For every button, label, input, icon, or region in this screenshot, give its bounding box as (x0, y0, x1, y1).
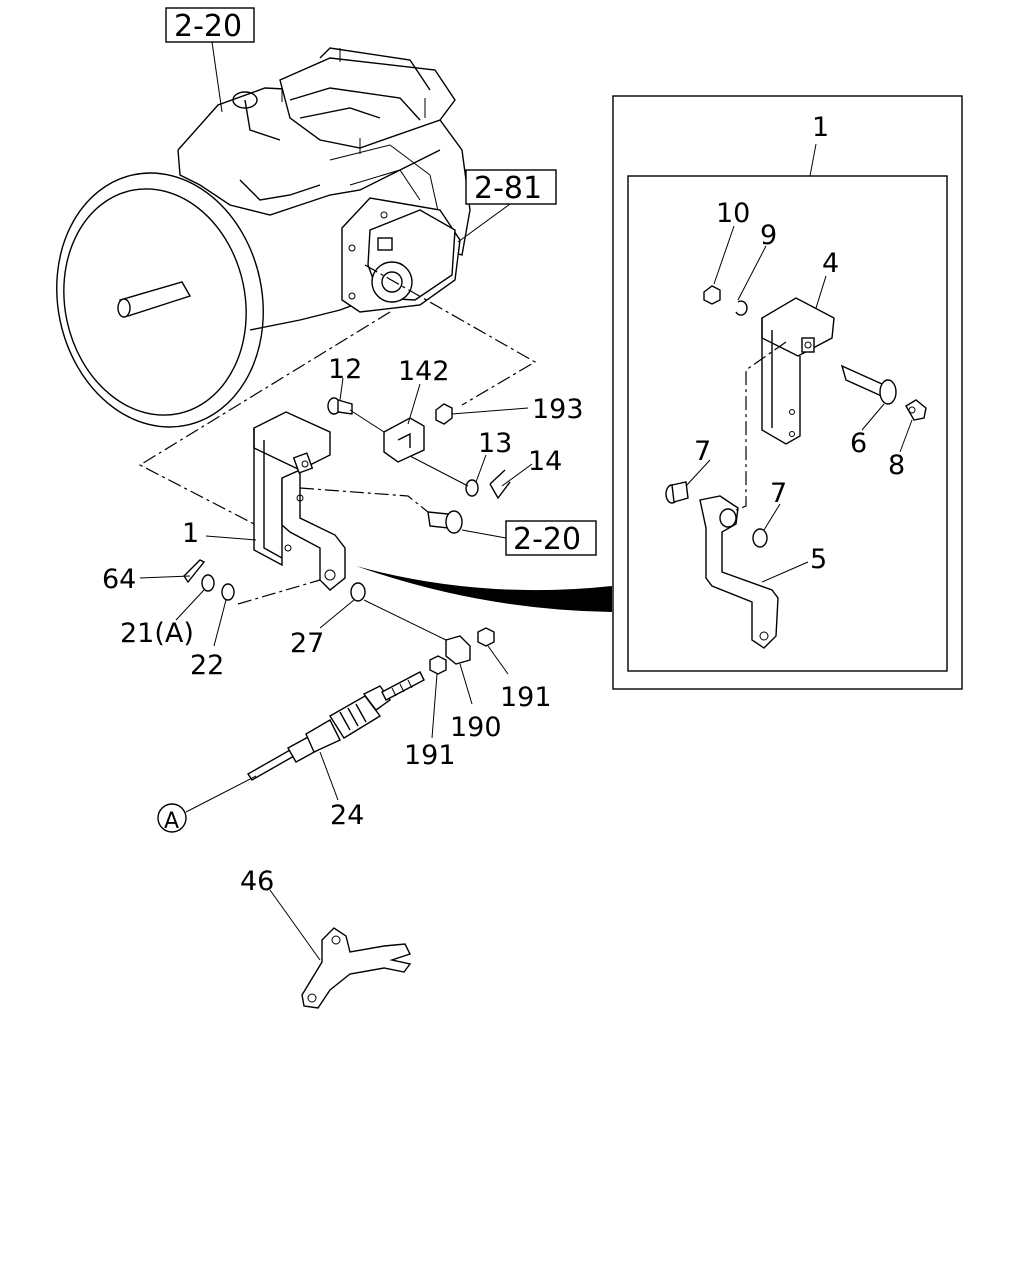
control-cable-24[interactable] (247, 671, 425, 781)
label-64: 64 (102, 564, 136, 595)
label-27: 27 (290, 628, 324, 659)
clevis-142[interactable] (383, 417, 425, 463)
detail-inset: 1 (612, 95, 963, 690)
detail-lever-5[interactable] (699, 495, 779, 649)
bolt-12[interactable] (327, 397, 353, 415)
bushing-27[interactable] (350, 582, 366, 602)
detail-label-6: 6 (850, 428, 867, 459)
leader-lines (139, 377, 533, 961)
detail-label-8: 8 (888, 450, 905, 481)
label-1: 1 (182, 518, 199, 549)
label-193: 193 (532, 394, 584, 425)
label-142: 142 (398, 356, 450, 387)
ref-box-2-20-mid[interactable]: 2-20 (505, 520, 597, 557)
zoom-connector (356, 566, 612, 612)
ref-label: 2-20 (174, 9, 242, 44)
detail-label-7-right: 7 (770, 478, 787, 509)
detail-label-5: 5 (810, 544, 827, 575)
label-191-right: 191 (500, 682, 552, 713)
detail-bushing-7-right[interactable] (752, 528, 768, 548)
part-labels: 12 142 193 13 14 1 64 21(A) 22 27 191 19… (102, 354, 584, 897)
detail-nipple-8[interactable] (905, 399, 927, 421)
clevis-190[interactable] (445, 635, 471, 665)
bracket-assembly[interactable] (253, 411, 346, 591)
detail-nut-10[interactable] (703, 285, 721, 305)
label-191-left: 191 (404, 740, 456, 771)
label-13: 13 (478, 428, 512, 459)
bolt-2-20[interactable] (427, 510, 463, 534)
detail-label-10: 10 (716, 198, 750, 229)
detail-label-7-left: 7 (694, 436, 711, 467)
pin-64[interactable] (183, 559, 206, 584)
marker-A-label: A (164, 809, 179, 834)
label-12: 12 (328, 354, 362, 385)
nut-193[interactable] (435, 403, 453, 425)
washer-13[interactable] (465, 479, 479, 497)
label-22: 22 (190, 650, 224, 681)
nut-191-right[interactable] (477, 627, 495, 647)
label-24: 24 (330, 800, 364, 831)
transmission-housing (56, 47, 471, 428)
detail-bracket-4[interactable] (761, 297, 835, 445)
label-21a: 21(A) (120, 618, 194, 649)
detail-bolt-6[interactable] (840, 364, 897, 405)
detail-washer-9[interactable] (735, 300, 748, 316)
detail-label-4: 4 (822, 248, 839, 279)
pin-14[interactable] (489, 469, 511, 500)
label-46: 46 (240, 866, 274, 897)
detail-bushing-7-left[interactable] (665, 481, 689, 504)
ref-box-2-20-top[interactable]: 2-20 (165, 7, 255, 44)
nut-191-left[interactable] (429, 655, 447, 675)
ref-label: 2-20 (513, 522, 581, 557)
detail-label-1: 1 (812, 112, 829, 143)
marker-A: A (157, 803, 187, 834)
washer-21a[interactable] (201, 574, 215, 592)
detail-label-9: 9 (760, 220, 777, 251)
label-190: 190 (450, 712, 502, 743)
ref-box-2-81[interactable]: 2-81 (465, 169, 557, 206)
ref-label: 2-81 (474, 171, 542, 206)
lever-46[interactable] (301, 927, 412, 1009)
washer-22[interactable] (221, 583, 235, 601)
label-14: 14 (528, 446, 562, 477)
